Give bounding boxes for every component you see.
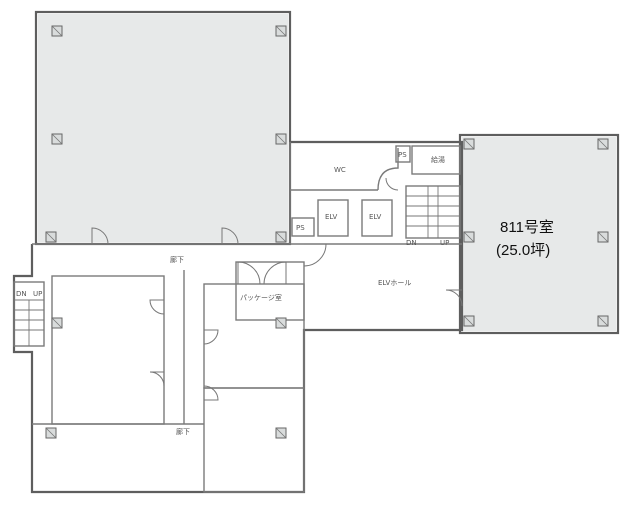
label-wc: WC [334, 166, 346, 174]
label-left-stair-up: UP [33, 290, 42, 298]
label-elevator-hall: ELVホール [378, 279, 411, 287]
door-top-left-1[interactable] [91, 227, 109, 245]
door-mid-room[interactable] [203, 329, 219, 345]
door-package-right[interactable] [263, 261, 287, 285]
left-room [51, 275, 165, 425]
label-ps-top: PS [398, 151, 407, 159]
door-left-room[interactable] [149, 299, 165, 315]
door-unit-811[interactable] [445, 289, 463, 307]
label-dn: DN [406, 239, 417, 247]
label-elv-2: ELV [369, 213, 382, 221]
ps-left-box [291, 217, 315, 237]
door-elvhall[interactable] [303, 243, 327, 267]
stair-box [405, 185, 461, 239]
door-wc[interactable] [385, 177, 399, 191]
core-outline [12, 140, 464, 494]
package-room [235, 261, 305, 321]
label-package-room: パッケージ室 [240, 293, 282, 302]
door-top-left-2[interactable] [221, 227, 239, 245]
top-left-tenant-area [38, 14, 288, 242]
bottom-right-room [203, 387, 305, 493]
unit-area: (25.0坪) [496, 242, 550, 259]
label-corridor-lower: 廊下 [176, 427, 190, 436]
label-kitchen: 給湯 [431, 155, 445, 164]
door-package-left[interactable] [237, 261, 261, 285]
wc-curve [377, 148, 399, 191]
elv-2-box [361, 199, 393, 237]
label-left-stair-dn: DN [16, 290, 27, 298]
ps-top-box [395, 145, 411, 163]
unit-name: 811号室 [500, 219, 554, 236]
label-up: UP [440, 239, 449, 247]
label-elv-1: ELV [325, 213, 338, 221]
unit-811-area[interactable] [462, 137, 616, 331]
kitchen-box [411, 145, 461, 175]
label-corridor: 廊下 [170, 255, 184, 264]
elv-1-box [317, 199, 349, 237]
column-markers [45, 25, 609, 439]
label-ps-left: PS [296, 224, 305, 232]
door-lower-left[interactable] [149, 371, 165, 387]
door-bottom-room[interactable] [203, 385, 219, 401]
